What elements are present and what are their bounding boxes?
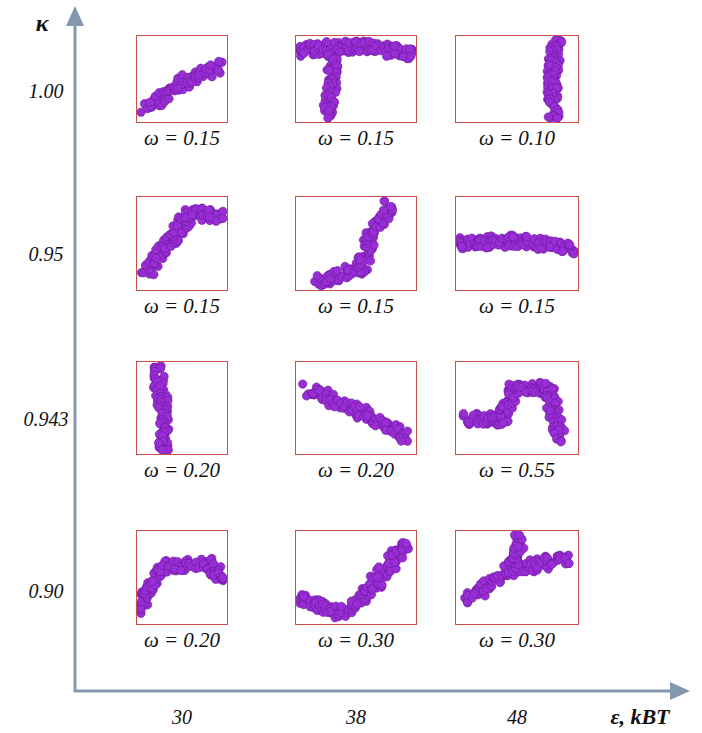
- omega-value: ω = 0.15: [144, 126, 220, 151]
- bead: [570, 250, 578, 258]
- bead: [382, 52, 390, 60]
- panel-box: ω = 0.20: [136, 361, 228, 455]
- bead: [402, 539, 410, 547]
- tick-label: 1.00: [29, 80, 64, 103]
- bead: [324, 114, 332, 122]
- bead: [509, 233, 517, 241]
- bead: [148, 576, 156, 584]
- bead: [322, 38, 330, 46]
- bead: [391, 559, 399, 567]
- x-arrowhead: [670, 682, 690, 700]
- omega-value: ω = 0.10: [479, 126, 555, 151]
- bead: [366, 257, 374, 265]
- bead: [565, 559, 573, 567]
- bead: [459, 409, 467, 417]
- bead: [374, 573, 382, 581]
- axis-title: κ: [36, 10, 49, 37]
- bead: [188, 210, 196, 218]
- panel-box: ω = 0.10: [455, 35, 579, 123]
- bead: [207, 61, 215, 69]
- panel-box: ω = 0.15: [295, 196, 417, 291]
- bead: [553, 114, 561, 122]
- omega-value: ω = 0.20: [318, 458, 394, 483]
- x-axis: [74, 690, 672, 693]
- omega-value: ω = 0.15: [479, 294, 555, 319]
- tick-label: 38: [346, 706, 366, 729]
- omega-value: ω = 0.20: [144, 458, 220, 483]
- omega-value: ω = 0.15: [144, 294, 220, 319]
- tick-label: 48: [507, 706, 527, 729]
- tick-label: 0.90: [29, 580, 64, 603]
- bead: [398, 52, 406, 60]
- panel-box: ω = 0.15: [136, 196, 228, 291]
- bead: [152, 254, 160, 262]
- bead: [470, 590, 478, 598]
- bead: [558, 247, 566, 255]
- bead: [353, 600, 361, 608]
- omega-value: ω = 0.20: [144, 628, 220, 653]
- tick-label: 0.943: [24, 408, 69, 431]
- omega-value: ω = 0.55: [479, 458, 555, 483]
- bead: [299, 380, 307, 388]
- bead: [380, 197, 388, 205]
- bead: [397, 437, 405, 445]
- bead: [313, 272, 321, 280]
- bead: [300, 49, 308, 57]
- bead: [174, 84, 182, 92]
- panel-box: ω = 0.30: [455, 530, 579, 625]
- bead: [379, 206, 387, 214]
- panel-box: ω = 0.30: [295, 530, 417, 625]
- bead: [514, 543, 522, 551]
- bead: [553, 114, 561, 122]
- bead: [406, 45, 414, 53]
- panel-box: ω = 0.55: [455, 361, 579, 455]
- panel-box: ω = 0.15: [295, 35, 417, 123]
- bead: [548, 560, 556, 568]
- bead: [457, 243, 465, 251]
- bead: [137, 605, 145, 613]
- bead: [547, 560, 555, 568]
- bead: [300, 592, 308, 600]
- bead: [325, 106, 333, 114]
- bead: [378, 581, 386, 589]
- omega-value: ω = 0.15: [318, 294, 394, 319]
- bead: [378, 581, 386, 589]
- omega-value: ω = 0.30: [479, 628, 555, 653]
- bead: [355, 47, 363, 55]
- axis-title: ε, kBT: [610, 704, 669, 730]
- panel-box: ω = 0.20: [295, 361, 417, 455]
- panel-box: ω = 0.15: [136, 35, 228, 123]
- bead: [564, 559, 572, 567]
- bead: [391, 50, 399, 58]
- y-arrowhead: [66, 6, 84, 26]
- bead: [523, 233, 531, 241]
- bead: [515, 531, 523, 539]
- bead: [148, 577, 156, 585]
- omega-value: ω = 0.15: [318, 126, 394, 151]
- bead: [380, 197, 388, 205]
- bead: [158, 446, 166, 454]
- bead: [355, 403, 363, 411]
- tick-label: 0.95: [29, 243, 64, 266]
- bead: [324, 114, 332, 122]
- y-axis: [74, 22, 77, 692]
- panel-box: ω = 0.20: [136, 530, 228, 625]
- bead: [215, 57, 223, 65]
- panel-box: ω = 0.15: [455, 196, 579, 291]
- bead: [557, 438, 565, 446]
- bead: [219, 574, 227, 582]
- bead: [557, 437, 565, 445]
- tick-label: 30: [172, 706, 192, 729]
- bead: [552, 114, 560, 122]
- bead: [403, 427, 411, 435]
- bead: [544, 113, 552, 121]
- bead: [219, 214, 227, 222]
- bead: [356, 256, 364, 264]
- omega-value: ω = 0.30: [318, 628, 394, 653]
- bead: [165, 95, 173, 103]
- bead: [214, 66, 222, 74]
